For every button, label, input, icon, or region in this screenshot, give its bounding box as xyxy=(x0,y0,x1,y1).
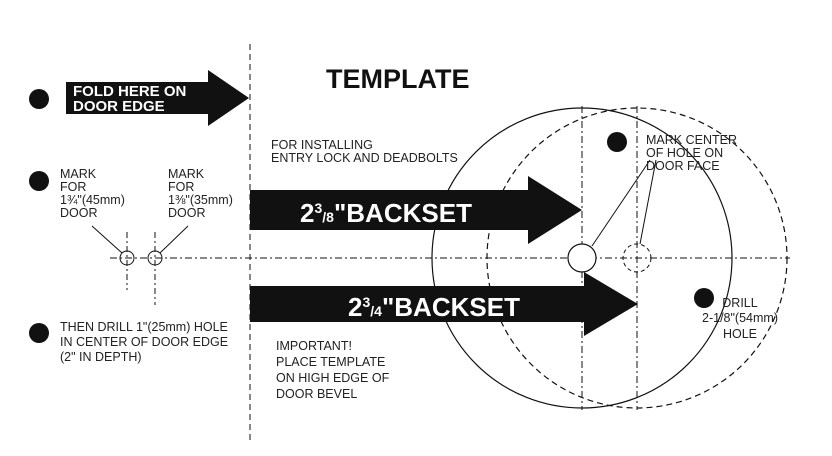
mark-center-line1: MARK CENTER xyxy=(646,133,737,147)
backset-small-label: 23/8"BACKSET xyxy=(300,198,472,228)
backset-large-den: 4 xyxy=(374,303,382,319)
important-line2: PLACE TEMPLATE xyxy=(276,355,385,369)
bullet-dot-drill-edge xyxy=(29,323,49,343)
drill-edge-line1: THEN DRILL 1"(25mm) HOLE xyxy=(60,320,228,334)
backset-small-num: 3 xyxy=(314,200,322,216)
bullet-dot-mark xyxy=(29,171,49,191)
backset-small-rest: "BACKSET xyxy=(334,198,472,228)
backset-large-slash: / xyxy=(370,303,374,319)
drill-hole-line3: HOLE xyxy=(723,327,757,341)
fold-arrow xyxy=(66,70,249,126)
fold-arrow-line1: FOLD HERE ON xyxy=(73,83,186,100)
mark-45-line2: FOR xyxy=(60,180,86,194)
leader-45 xyxy=(91,225,123,254)
fold-arrow-line2: DOOR EDGE xyxy=(73,98,165,115)
backset-small-arrow xyxy=(250,176,582,244)
installing-line1: FOR INSTALLING xyxy=(271,138,373,152)
center-hole-small-backset xyxy=(567,243,597,273)
mark-35-line4: DOOR xyxy=(168,206,206,220)
backset-small-slash: / xyxy=(322,209,326,225)
important-line3: ON HIGH EDGE OF xyxy=(276,371,390,385)
mark-35-line1: MARK xyxy=(168,167,205,181)
drill-hole-line1: DRILL xyxy=(722,296,757,310)
template-title: TEMPLATE xyxy=(326,64,470,94)
bullet-dot-mark-center xyxy=(607,132,627,152)
mark-45-line3: 1¾"(45mm) xyxy=(60,193,125,207)
drill-hole-line2: 2-1/8"(54mm) xyxy=(702,311,778,325)
mark-35-line2: FOR xyxy=(168,180,194,194)
important-line1: IMPORTANT! xyxy=(276,339,352,353)
bullet-dot-fold xyxy=(29,89,49,109)
backset-small-whole: 2 xyxy=(300,198,314,228)
backset-large-whole: 2 xyxy=(348,292,362,322)
backset-small-den: 8 xyxy=(326,209,334,225)
backset-large-rest: "BACKSET xyxy=(382,292,520,322)
leader-mark-center-1 xyxy=(591,159,651,247)
backset-large-label: 23/4"BACKSET xyxy=(348,292,520,322)
backset-large-arrow xyxy=(250,272,638,336)
leader-35 xyxy=(159,225,189,254)
drill-edge-line2: IN CENTER OF DOOR EDGE xyxy=(60,335,228,349)
drill-edge-line3: (2" IN DEPTH) xyxy=(60,350,142,364)
important-line4: DOOR BEVEL xyxy=(276,387,357,401)
bullet-dot-drill-hole xyxy=(694,288,714,308)
installing-line2: ENTRY LOCK AND DEADBOLTS xyxy=(271,151,458,165)
mark-45-line4: DOOR xyxy=(60,206,98,220)
mark-35-line3: 1⅜"(35mm) xyxy=(168,193,233,207)
mark-center-line2: OF HOLE ON xyxy=(646,146,723,160)
leader-mark-center-2 xyxy=(639,159,657,245)
mark-45-line1: MARK xyxy=(60,167,97,181)
mark-center-line3: DOOR FACE xyxy=(646,159,720,173)
backset-large-num: 3 xyxy=(362,294,370,310)
center-hole-large-backset xyxy=(622,243,652,273)
